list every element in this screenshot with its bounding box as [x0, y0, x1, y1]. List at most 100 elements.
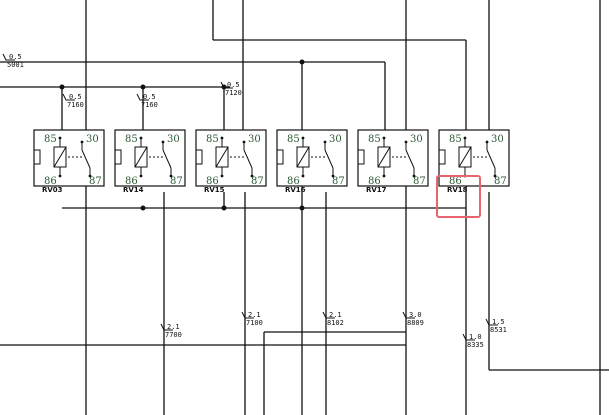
relay-pin-dot: [331, 174, 335, 178]
relay-switch-arm: [486, 149, 496, 169]
wire-size: 1.0: [469, 333, 482, 341]
wire-label-tick: [160, 323, 173, 331]
relay-label: RV15: [204, 186, 225, 194]
wire-code: 7160: [67, 101, 84, 109]
relay-switch-arm: [324, 149, 334, 169]
relay-pin-dot: [58, 136, 62, 140]
relay-label: RV14: [123, 186, 144, 194]
relay-pin-87-label: 87: [170, 176, 183, 187]
relay-pin-86-label: 86: [206, 176, 219, 187]
relay-pin-85-label: 85: [125, 134, 138, 145]
relay-pin-dot: [301, 174, 305, 178]
relay-pin-86-label: 86: [44, 176, 57, 187]
relay-pin-dot: [220, 174, 224, 178]
relay-coil-diagonal: [377, 146, 391, 168]
relay-label: RV16: [285, 186, 306, 194]
relay-pin-dot: [169, 174, 173, 178]
relay-pin-86-label: 86: [287, 176, 300, 187]
wire-label-tick: [136, 93, 149, 101]
wire-size: 1.5: [492, 318, 505, 326]
junction-dot: [221, 205, 227, 211]
wire-code: 8102: [327, 319, 344, 327]
relay-coil-diagonal: [215, 146, 229, 168]
wire-code: 8531: [490, 326, 507, 334]
relay-pin-85-label: 85: [287, 134, 300, 145]
relay-side-tab: [195, 149, 203, 165]
relay-pin-dot: [463, 136, 467, 140]
wire-code: 7160: [141, 101, 158, 109]
junction-dot: [59, 84, 65, 90]
wire-size: 2.1: [167, 323, 180, 331]
relay-pin-87-label: 87: [89, 176, 102, 187]
relay-pin-87-label: 87: [494, 176, 507, 187]
relay-pin-86-label: 86: [125, 176, 138, 187]
wire-label-group: 0.550010.571600.571600.571202.177002.171…: [2, 53, 507, 349]
wire-code: 7700: [165, 331, 182, 339]
relay-pin-85-label: 85: [44, 134, 57, 145]
relay-pin-dot: [242, 140, 246, 144]
wire-label-tick: [2, 53, 15, 61]
relay-pin-30-label: 30: [167, 134, 180, 145]
relay-pin-dot: [412, 174, 416, 178]
relay-switch-arm: [405, 149, 415, 169]
relay-pin-dot: [139, 174, 143, 178]
relay-pin-dot: [161, 140, 165, 144]
relay-label: RV03: [42, 186, 63, 194]
wire-size: 0.5: [143, 93, 156, 101]
relay-box: [276, 129, 348, 187]
wire-size: 3.0: [409, 311, 422, 319]
relay-pin-30-label: 30: [329, 134, 342, 145]
relay-pin-30-label: 30: [86, 134, 99, 145]
relay-pin-dot: [382, 136, 386, 140]
relay-pin-87-label: 87: [332, 176, 345, 187]
junction-dot: [299, 59, 305, 65]
junction-dot: [140, 205, 146, 211]
relay-label: RV18: [447, 186, 468, 194]
wire-size: 0.5: [69, 93, 82, 101]
relay-switch-arm: [243, 149, 253, 169]
relay-pin-dot: [301, 136, 305, 140]
relay-box: [357, 129, 429, 187]
relay-pin-dot: [139, 136, 143, 140]
relay-pin-30-label: 30: [410, 134, 423, 145]
wire-size: 0.5: [227, 81, 240, 89]
relay-side-tab: [114, 149, 122, 165]
relay-pin-30-label: 30: [248, 134, 261, 145]
wire-size: 0.5: [9, 53, 22, 61]
relay-pin-86-label: 86: [449, 176, 462, 187]
relay-pin-dot: [382, 174, 386, 178]
wire-label-tick: [462, 333, 475, 341]
relay-pin-dot: [493, 174, 497, 178]
relay-pin-85-label: 85: [368, 134, 381, 145]
relay-box: [33, 129, 105, 187]
relay-pin-87-label: 87: [251, 176, 264, 187]
wire-label-tick: [62, 93, 75, 101]
relay-box: [114, 129, 186, 187]
relay-label: RV17: [366, 186, 387, 194]
relay-coil-diagonal: [458, 146, 472, 168]
relay-pin-85-label: 85: [449, 134, 462, 145]
relay-pin-dot: [485, 140, 489, 144]
relay-pin-87-label: 87: [413, 176, 426, 187]
relay-coil-diagonal: [53, 146, 67, 168]
wire-size: 2.1: [248, 311, 261, 319]
highlight-box: [436, 175, 481, 218]
relay-pin-dot: [404, 140, 408, 144]
wire-code: 7100: [246, 319, 263, 327]
wire-label-tick: [220, 81, 233, 89]
